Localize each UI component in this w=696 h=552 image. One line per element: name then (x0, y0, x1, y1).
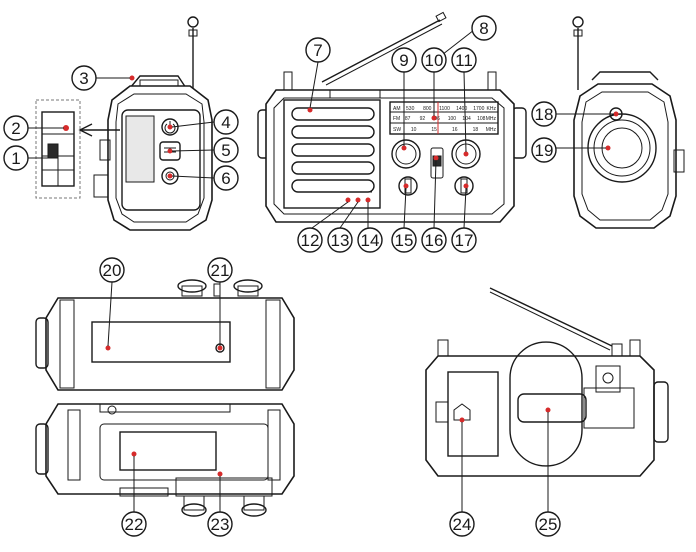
svg-text:23: 23 (211, 515, 230, 534)
svg-text:7: 7 (313, 41, 322, 60)
callout-3: 3 (71, 65, 97, 91)
right-side-view (572, 16, 685, 229)
callout-14: 14 (357, 227, 383, 253)
svg-text:10: 10 (425, 51, 444, 70)
callout-16: 16 (421, 227, 447, 253)
bottom-view (35, 403, 295, 517)
dial-scale-label: 15 (431, 127, 437, 133)
svg-text:19: 19 (535, 141, 554, 160)
dial-scale-label: 100 (448, 116, 457, 122)
dial-scale-label: 92 (420, 116, 426, 122)
callout-23: 23 (207, 511, 233, 537)
svg-text:11: 11 (455, 51, 473, 70)
svg-text:12: 12 (301, 231, 320, 250)
svg-text:25: 25 (539, 515, 558, 534)
left-side-view (35, 16, 213, 231)
svg-text:20: 20 (103, 261, 122, 280)
svg-text:4: 4 (221, 113, 230, 132)
dial-scale-label: 530 (406, 106, 415, 112)
callout-17: 17 (451, 227, 477, 253)
dial-scale-label: 1700 (473, 106, 484, 112)
dial-scale-label: 104 (462, 116, 471, 122)
callout-10: 10 (421, 47, 447, 73)
callout-15: 15 (391, 227, 417, 253)
callout-20: 20 (99, 257, 125, 283)
callout-5: 5 (213, 137, 239, 163)
dial-scale-label: 800 (423, 106, 432, 112)
callout-21: 21 (207, 257, 233, 283)
svg-text:6: 6 (221, 169, 230, 188)
callout-2: 2 (3, 115, 29, 141)
callout-13: 13 (327, 227, 353, 253)
svg-text:18: 18 (535, 105, 554, 124)
dial-scale-label: FM (393, 116, 400, 122)
svg-text:9: 9 (399, 51, 408, 70)
callout-18: 18 (531, 101, 557, 127)
dial-scale-label: 16 (452, 127, 458, 133)
dial-scale-label: 18 (473, 127, 479, 133)
svg-text:3: 3 (79, 69, 88, 88)
callout-9: 9 (391, 47, 417, 73)
callout-4: 4 (213, 109, 239, 135)
top-view (35, 279, 295, 391)
back-view (425, 287, 669, 477)
callout-12: 12 (297, 227, 323, 253)
dial-scale-label: 96 (434, 116, 440, 122)
dial-scale-label: MHz (486, 116, 497, 122)
svg-text:21: 21 (211, 261, 230, 280)
svg-text:16: 16 (425, 231, 444, 250)
callout-11: 11 (451, 47, 477, 73)
svg-text:13: 13 (331, 231, 350, 250)
callout-6: 6 (213, 165, 239, 191)
callout-1: 1 (3, 145, 29, 171)
leader-lines (26, 29, 614, 512)
dial-scale-label: 10 (411, 127, 417, 133)
svg-text:2: 2 (11, 119, 20, 138)
callout-22: 22 (121, 511, 147, 537)
svg-text:24: 24 (453, 515, 472, 534)
callouts: 1 2 3 4 5 6 7 8 9 10 11 12 13 14 15 16 1… (3, 15, 561, 537)
svg-text:5: 5 (221, 141, 230, 160)
dial-scale-label: 1400 (456, 106, 467, 112)
dial-scale-label: 1100 (439, 106, 450, 112)
svg-text:14: 14 (361, 231, 380, 250)
callout-24: 24 (449, 511, 475, 537)
svg-text:22: 22 (125, 515, 144, 534)
svg-text:17: 17 (455, 231, 474, 250)
svg-text:15: 15 (395, 231, 414, 250)
dial-scale-label: MHz (486, 127, 497, 133)
svg-text:1: 1 (11, 149, 20, 168)
dial-sw-row: SW 10 15 16 18 MHz (393, 127, 496, 133)
dial-scale-label: AM (393, 106, 401, 112)
dial-scale-label: SW (393, 127, 401, 133)
callout-25: 25 (535, 511, 561, 537)
callout-7: 7 (305, 37, 331, 63)
svg-text:8: 8 (479, 19, 488, 38)
callout-19: 19 (531, 137, 557, 163)
callout-8: 8 (471, 15, 497, 41)
dial-scale-label: 108 (477, 116, 486, 122)
dial-scale-label: KHz (487, 106, 497, 112)
dial-scale-label: 87 (405, 116, 411, 122)
